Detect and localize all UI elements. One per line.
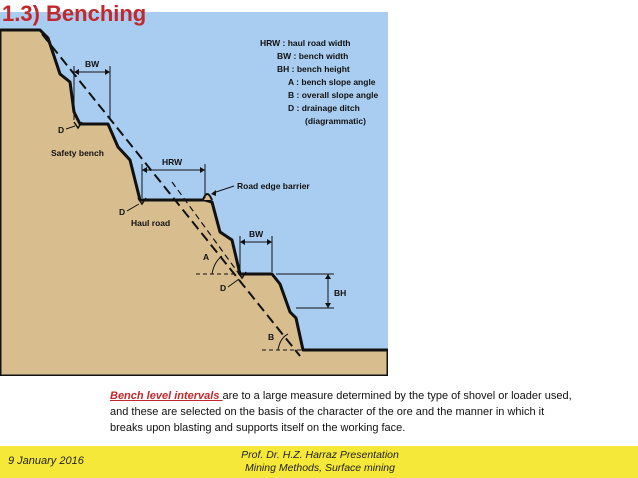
legend: HRW : haul road width BW : bench width B…	[260, 38, 378, 126]
ditch-mid	[137, 197, 147, 206]
footer-credit: Prof. Dr. H.Z. Harraz Presentation Minin…	[210, 449, 430, 475]
d-top-label: D	[58, 125, 64, 135]
legend-item-d: D : drainage ditch	[288, 103, 360, 113]
d-mid-label: D	[119, 207, 125, 217]
footer-date: 9 January 2016	[8, 455, 84, 467]
caption-lead: Bench level intervals	[110, 390, 223, 402]
footer-credit-line2: Mining Methods, Surface mining	[245, 462, 395, 474]
ditch-top	[73, 121, 83, 130]
bh-label: BH	[334, 288, 346, 298]
angle-a-label: A	[203, 252, 209, 262]
overall-slope-line	[41, 33, 301, 357]
angle-b-arc	[277, 333, 289, 351]
rock-mass	[0, 28, 388, 376]
d-low-label: D	[220, 283, 226, 293]
benching-diagram: BW HRW BW BH A B D Safety bench D	[0, 12, 388, 376]
haul-road-label: Haul road	[131, 218, 170, 228]
legend-item-bw: BW : bench width	[277, 51, 348, 61]
hrw-label: HRW	[162, 157, 183, 167]
legend-item-hrw: HRW : haul road width	[260, 38, 351, 48]
bw-mid-label: BW	[249, 229, 264, 239]
caption-body: are to a large measure determined by the…	[110, 390, 572, 434]
legend-item-diagrammatic: (diagrammatic)	[305, 116, 366, 126]
slide-title: 1.3) Benching	[2, 1, 147, 26]
road-edge-barrier-label: Road edge barrier	[237, 181, 310, 191]
legend-item-bh: BH : bench height	[277, 64, 350, 74]
footer: 9 January 2016 Prof. Dr. H.Z. Harraz Pre…	[0, 446, 638, 478]
caption: Bench level intervals are to a large mea…	[110, 388, 580, 436]
safety-bench-label: Safety bench	[51, 148, 104, 158]
bw-top-label: BW	[85, 59, 100, 69]
legend-item-b: B : overall slope angle	[288, 90, 378, 100]
angle-a-arc	[211, 255, 223, 275]
legend-item-a: A : bench slope angle	[288, 77, 376, 87]
footer-credit-line1: Prof. Dr. H.Z. Harraz Presentation	[241, 449, 399, 461]
angle-b-label: B	[268, 332, 274, 342]
